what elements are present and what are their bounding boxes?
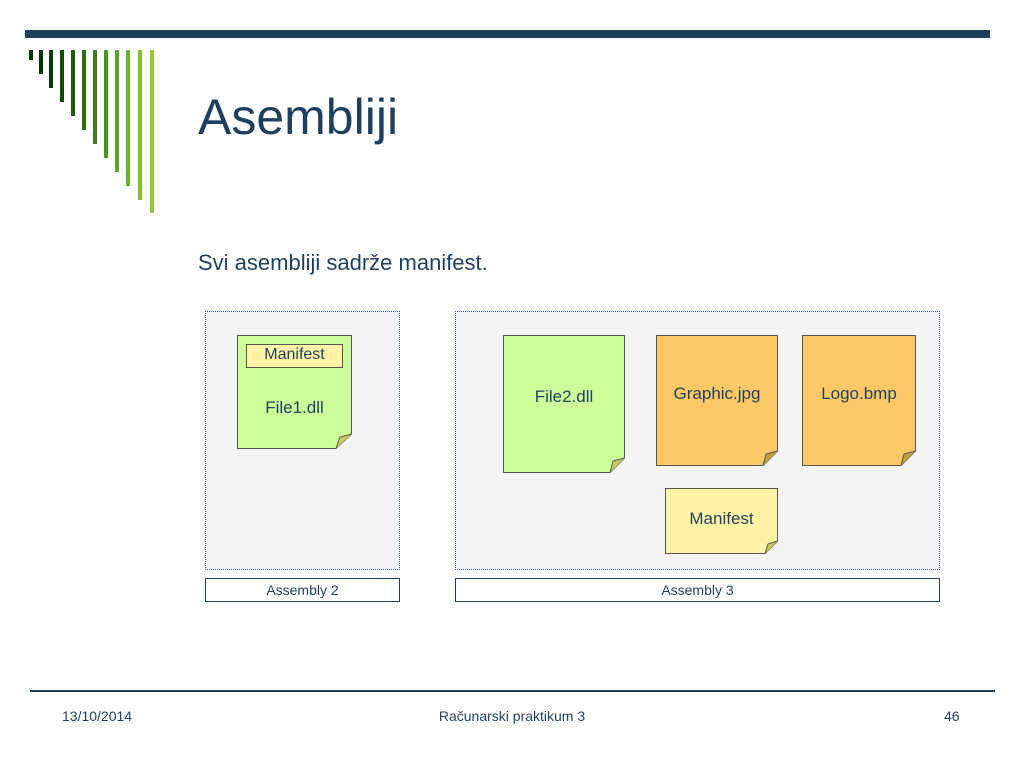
graphic-jpg-label: Graphic.jpg: [673, 384, 761, 403]
manifest-label: Manifest: [689, 509, 754, 528]
logo-bmp-card: Logo.bmp: [802, 335, 916, 466]
top-accent-bar: [25, 30, 990, 38]
slide-subtitle: Svi asembliji sadrže manifest.: [198, 250, 488, 275]
manifest-card: Manifest: [665, 488, 778, 554]
file1-dll-card: Manifest File1.dll: [237, 335, 352, 449]
file2-dll-card: File2.dll: [503, 335, 625, 473]
file1-dll-label: File1.dll: [265, 398, 324, 417]
footer-date: 13/10/2014: [62, 708, 133, 724]
assembly-3-caption: Assembly 3: [455, 578, 940, 602]
graphic-jpg-card: Graphic.jpg: [656, 335, 778, 466]
file1-manifest-label: Manifest: [246, 344, 343, 368]
assembly-2-caption: Assembly 2: [205, 578, 400, 602]
slide-title: Asembliji: [198, 89, 399, 145]
page-number: 46: [944, 708, 960, 724]
footer-course: Računarski praktikum 3: [438, 708, 586, 724]
footer-divider: [30, 690, 995, 692]
logo-bmp-label: Logo.bmp: [821, 384, 897, 403]
file2-dll-label: File2.dll: [534, 387, 594, 406]
